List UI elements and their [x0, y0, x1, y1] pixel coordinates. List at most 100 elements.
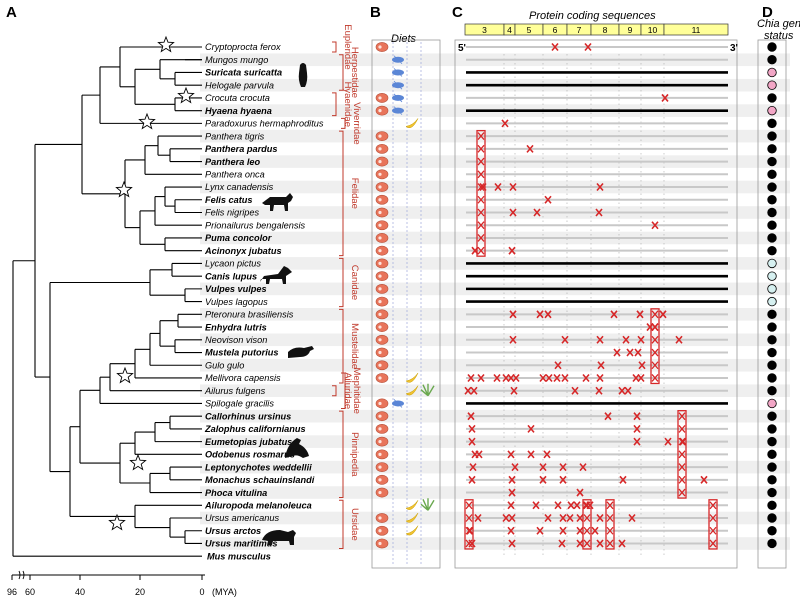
insect-leg-icon: [393, 399, 403, 408]
meat-icon: [375, 194, 389, 205]
species-name: Enhydra lutris: [205, 322, 267, 332]
mutation-icon: [512, 373, 520, 383]
gene-status-dot: [767, 271, 777, 281]
family-brackets: HerpestidaeEupleridaeHyaenidaeViverridae…: [332, 24, 362, 549]
meat-bone-icon: [378, 516, 382, 520]
gene-status-dot: [767, 538, 777, 549]
mutation-icon: [700, 475, 708, 484]
mutation-icon: [595, 386, 603, 395]
meat-bone-icon: [378, 414, 382, 418]
sequence-frame: [454, 39, 738, 569]
meat-bone-icon: [378, 223, 382, 227]
mutation-icon: [545, 373, 553, 383]
species-name: Hyaena hyaena: [205, 106, 272, 116]
mutation-icon: [539, 475, 547, 484]
diets-frame: [371, 39, 441, 569]
species-name: Ailurus fulgens: [204, 386, 266, 396]
panel-label-a: A: [6, 4, 17, 21]
deletion-mark-icon: [465, 514, 473, 522]
mutation-icon: [618, 539, 626, 548]
mutation-icon: [501, 119, 509, 128]
deletion-mark-icon: [678, 475, 686, 484]
deletion-mark-icon: [678, 488, 686, 497]
family-label: Felidae: [349, 178, 360, 209]
bear-silhouette-icon: [262, 530, 296, 545]
mutation-icon: [633, 412, 641, 421]
mutation-icon: [468, 475, 476, 484]
mutation-icon: [559, 526, 567, 535]
star-icon: [116, 366, 134, 384]
meat-icon: [375, 334, 389, 345]
mutation-icon: [582, 373, 590, 383]
axis-tick-label: 0: [199, 587, 204, 597]
meat-icon: [375, 423, 389, 434]
mutation-icon: [507, 450, 515, 459]
meat-icon: [375, 233, 389, 243]
deletion-mark-icon: [651, 335, 659, 344]
meat-icon: [375, 525, 389, 536]
diets-title: Diets: [391, 33, 417, 45]
ferret-silhouette-icon: [288, 346, 314, 358]
meat-icon: [375, 220, 389, 231]
gene-status-dot: [767, 347, 777, 358]
mutation-icon: [539, 373, 547, 383]
mutation-icon: [624, 386, 632, 395]
meat-bone-icon: [378, 261, 382, 266]
meat-bone-icon: [378, 287, 382, 291]
meat-icon: [375, 462, 389, 472]
mutation-icon: [554, 361, 562, 370]
mutation-icon: [509, 335, 517, 344]
mutation-icon: [493, 373, 501, 383]
mutation-icon: [544, 195, 552, 204]
meat-bone-icon: [378, 198, 382, 202]
species-name: Felis nigripes: [205, 208, 260, 218]
family-label: Viverridae: [351, 102, 362, 145]
chia-title-line1: Chia gene: [757, 18, 800, 30]
deletion-mark-icon: [606, 526, 614, 535]
phylogenetic-tree: [12, 46, 202, 557]
mutation-icon: [544, 310, 552, 319]
deletion-mark-icon: [709, 526, 717, 535]
mutation-icon: [638, 361, 646, 370]
mutation-icon: [510, 386, 518, 395]
star-icon: [177, 86, 195, 104]
family-bracket: [341, 117, 346, 129]
mutation-icon: [533, 208, 541, 217]
mutation-icon: [579, 463, 587, 472]
gene-status-dot: [767, 118, 777, 129]
species-name: Ursus americanus: [205, 513, 279, 523]
gene-status-dot: [767, 500, 777, 510]
mutation-icon: [633, 437, 641, 446]
family-bracket: [339, 130, 344, 257]
meat-icon: [375, 207, 389, 218]
deletion-mark-icon: [606, 539, 614, 548]
species-name: Leptonychotes weddellii: [205, 462, 312, 472]
mutation-icon: [636, 310, 644, 319]
family-label: Mephitidae: [351, 367, 362, 413]
banana-icon: [405, 500, 419, 510]
banana-icon: [405, 118, 419, 129]
species-name: Ursus maritimus: [205, 539, 278, 549]
gene-status-dot: [767, 424, 777, 434]
family-label: Eupleridae: [342, 24, 353, 69]
meat-bone-icon: [378, 401, 382, 406]
gene-status-dot: [767, 513, 777, 523]
axis-tick-label: 60: [25, 587, 35, 597]
star-icon: [129, 453, 147, 471]
deletion-mark-icon: [651, 348, 659, 357]
mutation-icon: [628, 513, 636, 523]
mutation-icon: [610, 310, 618, 319]
meat-icon: [375, 271, 389, 282]
mutation-icon: [586, 501, 594, 510]
mutation-icon: [664, 437, 672, 446]
meat-icon: [375, 474, 389, 485]
meat-icon: [375, 42, 389, 52]
family-label: Pinnipedia: [349, 432, 360, 477]
mutation-icon: [576, 488, 584, 497]
species-name: Vulpes lagopus: [205, 297, 268, 307]
species-name: Ursus arctos: [205, 526, 261, 536]
meat-bone-icon: [378, 249, 382, 253]
meat-bone-icon: [378, 185, 382, 189]
mutation-icon: [559, 463, 567, 472]
family-label: Hyaenidae: [342, 82, 353, 127]
